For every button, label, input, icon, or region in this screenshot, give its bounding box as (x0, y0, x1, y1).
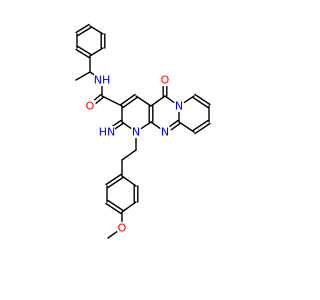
double-bond (77, 45, 92, 56)
double-bond (105, 202, 122, 215)
single-bond (89, 25, 104, 35)
single-bond (178, 121, 195, 133)
atom-label-o-me: O (118, 222, 127, 235)
single-bond (150, 95, 166, 107)
single-bond (183, 95, 195, 104)
double-bond (107, 199, 124, 212)
double-bond (194, 122, 211, 135)
bonds-layer (75, 23, 211, 239)
double-bond (77, 26, 92, 37)
atom-label-o5: O (161, 74, 170, 87)
atom-label-o-amide: O (86, 100, 95, 113)
atom-label-n-pym: N (161, 126, 169, 139)
atom-label-background (85, 100, 95, 112)
single-bond (121, 149, 137, 161)
double-bond (194, 93, 211, 106)
atom-label-n1: N (132, 126, 140, 139)
double-bond (168, 119, 179, 128)
single-bond (150, 121, 161, 129)
atom-label-n6: N (175, 100, 183, 113)
single-bond (140, 121, 152, 130)
single-bond (135, 95, 152, 107)
double-bond (75, 48, 90, 59)
atom-label-n-amide: NH (94, 74, 111, 87)
atom-label-background (99, 126, 115, 138)
atom-label-background (160, 74, 170, 86)
atom-label-background (94, 74, 110, 86)
atom-label-n-imino: HN (99, 126, 116, 139)
double-bond (192, 119, 209, 132)
double-bond (122, 96, 138, 109)
double-bond (93, 93, 102, 102)
double-bond (170, 122, 181, 131)
double-bond (107, 176, 124, 189)
single-bond (89, 47, 104, 57)
double-bond (110, 119, 122, 128)
double-bond (95, 96, 104, 104)
single-bond (75, 71, 91, 81)
single-bond (107, 231, 118, 239)
double-bond (120, 93, 136, 106)
atom-label-background (174, 100, 184, 112)
single-bond (121, 201, 137, 213)
atom-label-background (160, 126, 170, 138)
atom-label-background (117, 222, 127, 234)
single-bond (101, 95, 123, 107)
double-bond (105, 173, 122, 186)
single-bond (164, 95, 175, 103)
atom-label-background (131, 126, 141, 138)
double-bond (75, 23, 90, 34)
double-bond (192, 96, 209, 109)
single-bond (121, 175, 137, 187)
